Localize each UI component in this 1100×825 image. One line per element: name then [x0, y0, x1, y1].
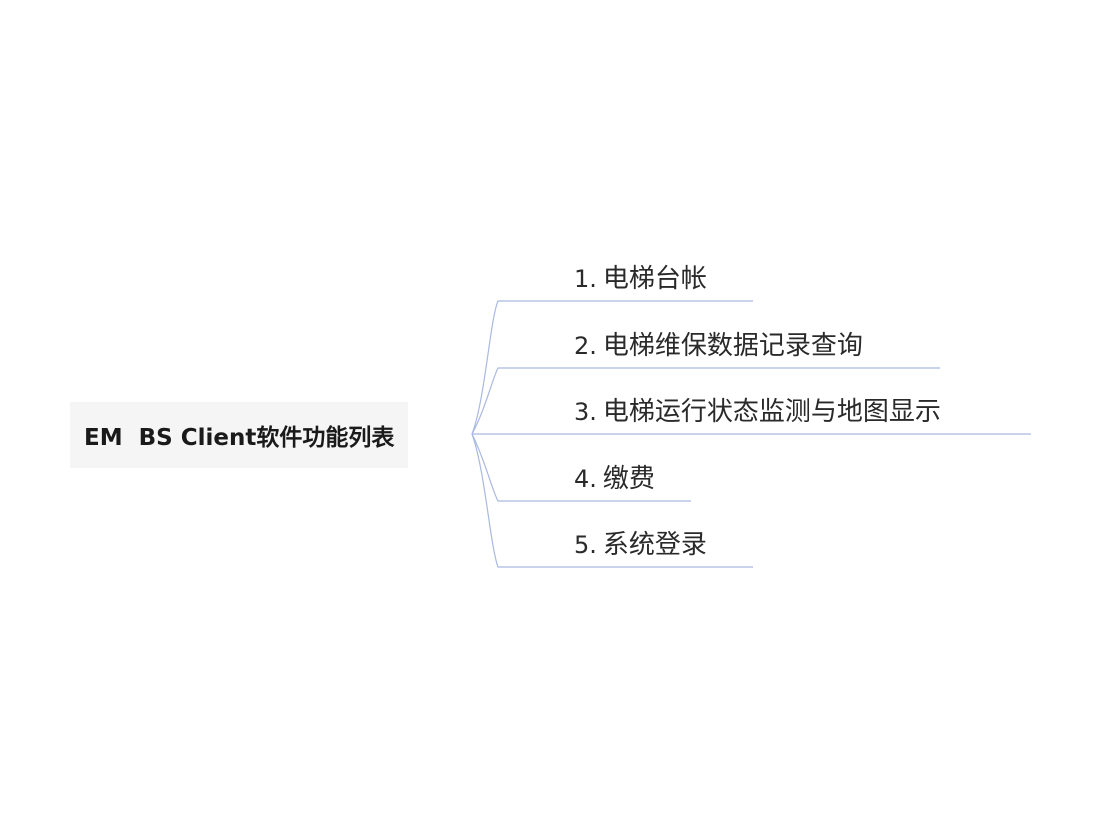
branch-number: 4.	[574, 465, 597, 493]
branch-node-4[interactable]: 4.缴费	[574, 463, 655, 495]
branch-number: 2.	[574, 332, 597, 360]
branch-label: 缴费	[602, 464, 655, 494]
branch-number: 3.	[574, 398, 597, 426]
branch-label: 电梯台帐	[602, 264, 707, 294]
branch-label: 系统登录	[602, 530, 707, 560]
branch-node-3[interactable]: 3.电梯运行状态监测与地图显示	[574, 396, 941, 428]
branch-number: 1.	[574, 265, 597, 293]
branch-node-2[interactable]: 2.电梯维保数据记录查询	[574, 330, 863, 362]
connector-branch-1	[471, 300, 548, 435]
branch-label: 电梯维保数据记录查询	[602, 331, 863, 361]
branch-node-5[interactable]: 5.系统登录	[574, 529, 707, 561]
branch-number: 5.	[574, 531, 597, 559]
connector-branch-2	[471, 367, 548, 435]
connector-branch-4	[471, 433, 548, 502]
root-node[interactable]: EM BS Client软件功能列表	[70, 402, 409, 468]
branch-node-1[interactable]: 1.电梯台帐	[574, 263, 707, 295]
branch-label: 电梯运行状态监测与地图显示	[602, 397, 941, 427]
connector-branch-5	[471, 433, 548, 568]
root-node-label: EM BS Client软件功能列表	[84, 425, 395, 451]
